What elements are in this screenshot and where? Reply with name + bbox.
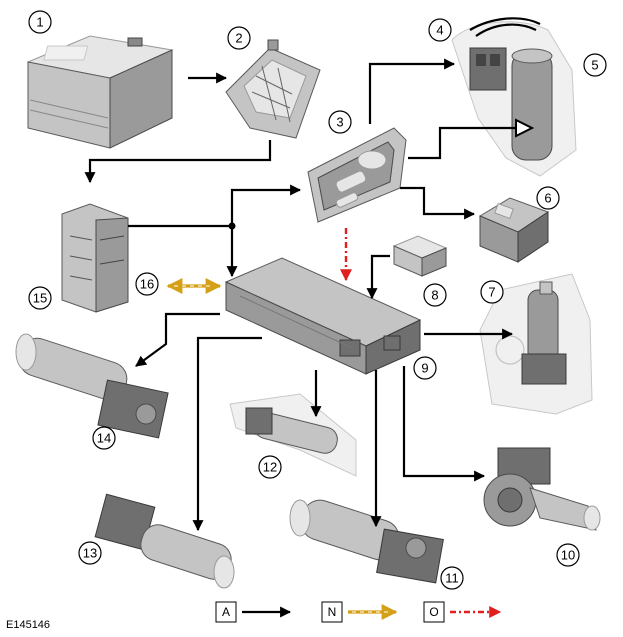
svg-text:6: 6 (544, 191, 551, 206)
svg-text:10: 10 (561, 548, 575, 563)
svg-text:16: 16 (140, 277, 154, 292)
motor-icon-11 (289, 499, 444, 584)
callout-12: 12 (258, 455, 282, 479)
callout-13: 13 (78, 541, 102, 565)
callout-2: 2 (227, 26, 251, 50)
legend-item-o: O (423, 601, 502, 623)
callout-14: 14 (92, 426, 116, 450)
callout-7: 7 (480, 280, 504, 304)
svg-text:3: 3 (336, 115, 343, 130)
callout-4: 4 (428, 18, 452, 42)
svg-text:1: 1 (36, 15, 43, 30)
legend: A N O (215, 601, 502, 623)
callout-11: 11 (440, 566, 464, 590)
svg-text:A: A (222, 605, 230, 619)
legend-item-n: N (321, 601, 398, 623)
callout-5: 5 (583, 53, 607, 77)
callouts: 1 2 3 4 5 6 7 8 9 10 11 12 13 14 15 16 (28, 10, 607, 590)
svg-text:11: 11 (445, 571, 459, 586)
connections (84, 58, 535, 532)
seat-switch-pack-icon (307, 127, 407, 223)
lumbar-pump-icon (451, 17, 577, 177)
pump-connector-icon (469, 47, 507, 91)
svg-text:O: O (429, 605, 438, 619)
motor-icon-13 (94, 493, 235, 589)
callout-3: 3 (328, 110, 352, 134)
svg-text:12: 12 (263, 460, 277, 475)
svg-text:9: 9 (421, 361, 428, 376)
switch-icon (478, 197, 550, 263)
callout-16: 16 (135, 272, 159, 296)
seat-control-module-icon (224, 257, 422, 375)
central-junction-box-icon (61, 203, 129, 313)
callout-10: 10 (556, 543, 580, 567)
svg-text:2: 2 (235, 31, 242, 46)
reference-code: E145146 (6, 619, 50, 631)
svg-text:7: 7 (488, 285, 495, 300)
connector-icon (392, 235, 448, 277)
motor-icon-14 (15, 333, 169, 439)
svg-text:N: N (328, 605, 337, 619)
callout-6: 6 (536, 186, 560, 210)
svg-text:5: 5 (591, 58, 598, 73)
motor-icon-10 (483, 447, 601, 531)
callout-8: 8 (423, 283, 447, 307)
recline-motor-icon (479, 273, 593, 415)
legend-item-a: A (215, 601, 292, 623)
fuse-box-icon (225, 39, 321, 139)
svg-text:4: 4 (436, 23, 443, 38)
svg-text:8: 8 (431, 288, 438, 303)
callout-9: 9 (413, 356, 437, 380)
callout-1: 1 (28, 10, 52, 34)
svg-text:15: 15 (33, 291, 47, 306)
battery-icon (26, 35, 174, 149)
svg-text:14: 14 (97, 431, 111, 446)
callout-15: 15 (28, 286, 52, 310)
svg-text:13: 13 (83, 546, 97, 561)
motor-icon-12 (229, 393, 357, 477)
